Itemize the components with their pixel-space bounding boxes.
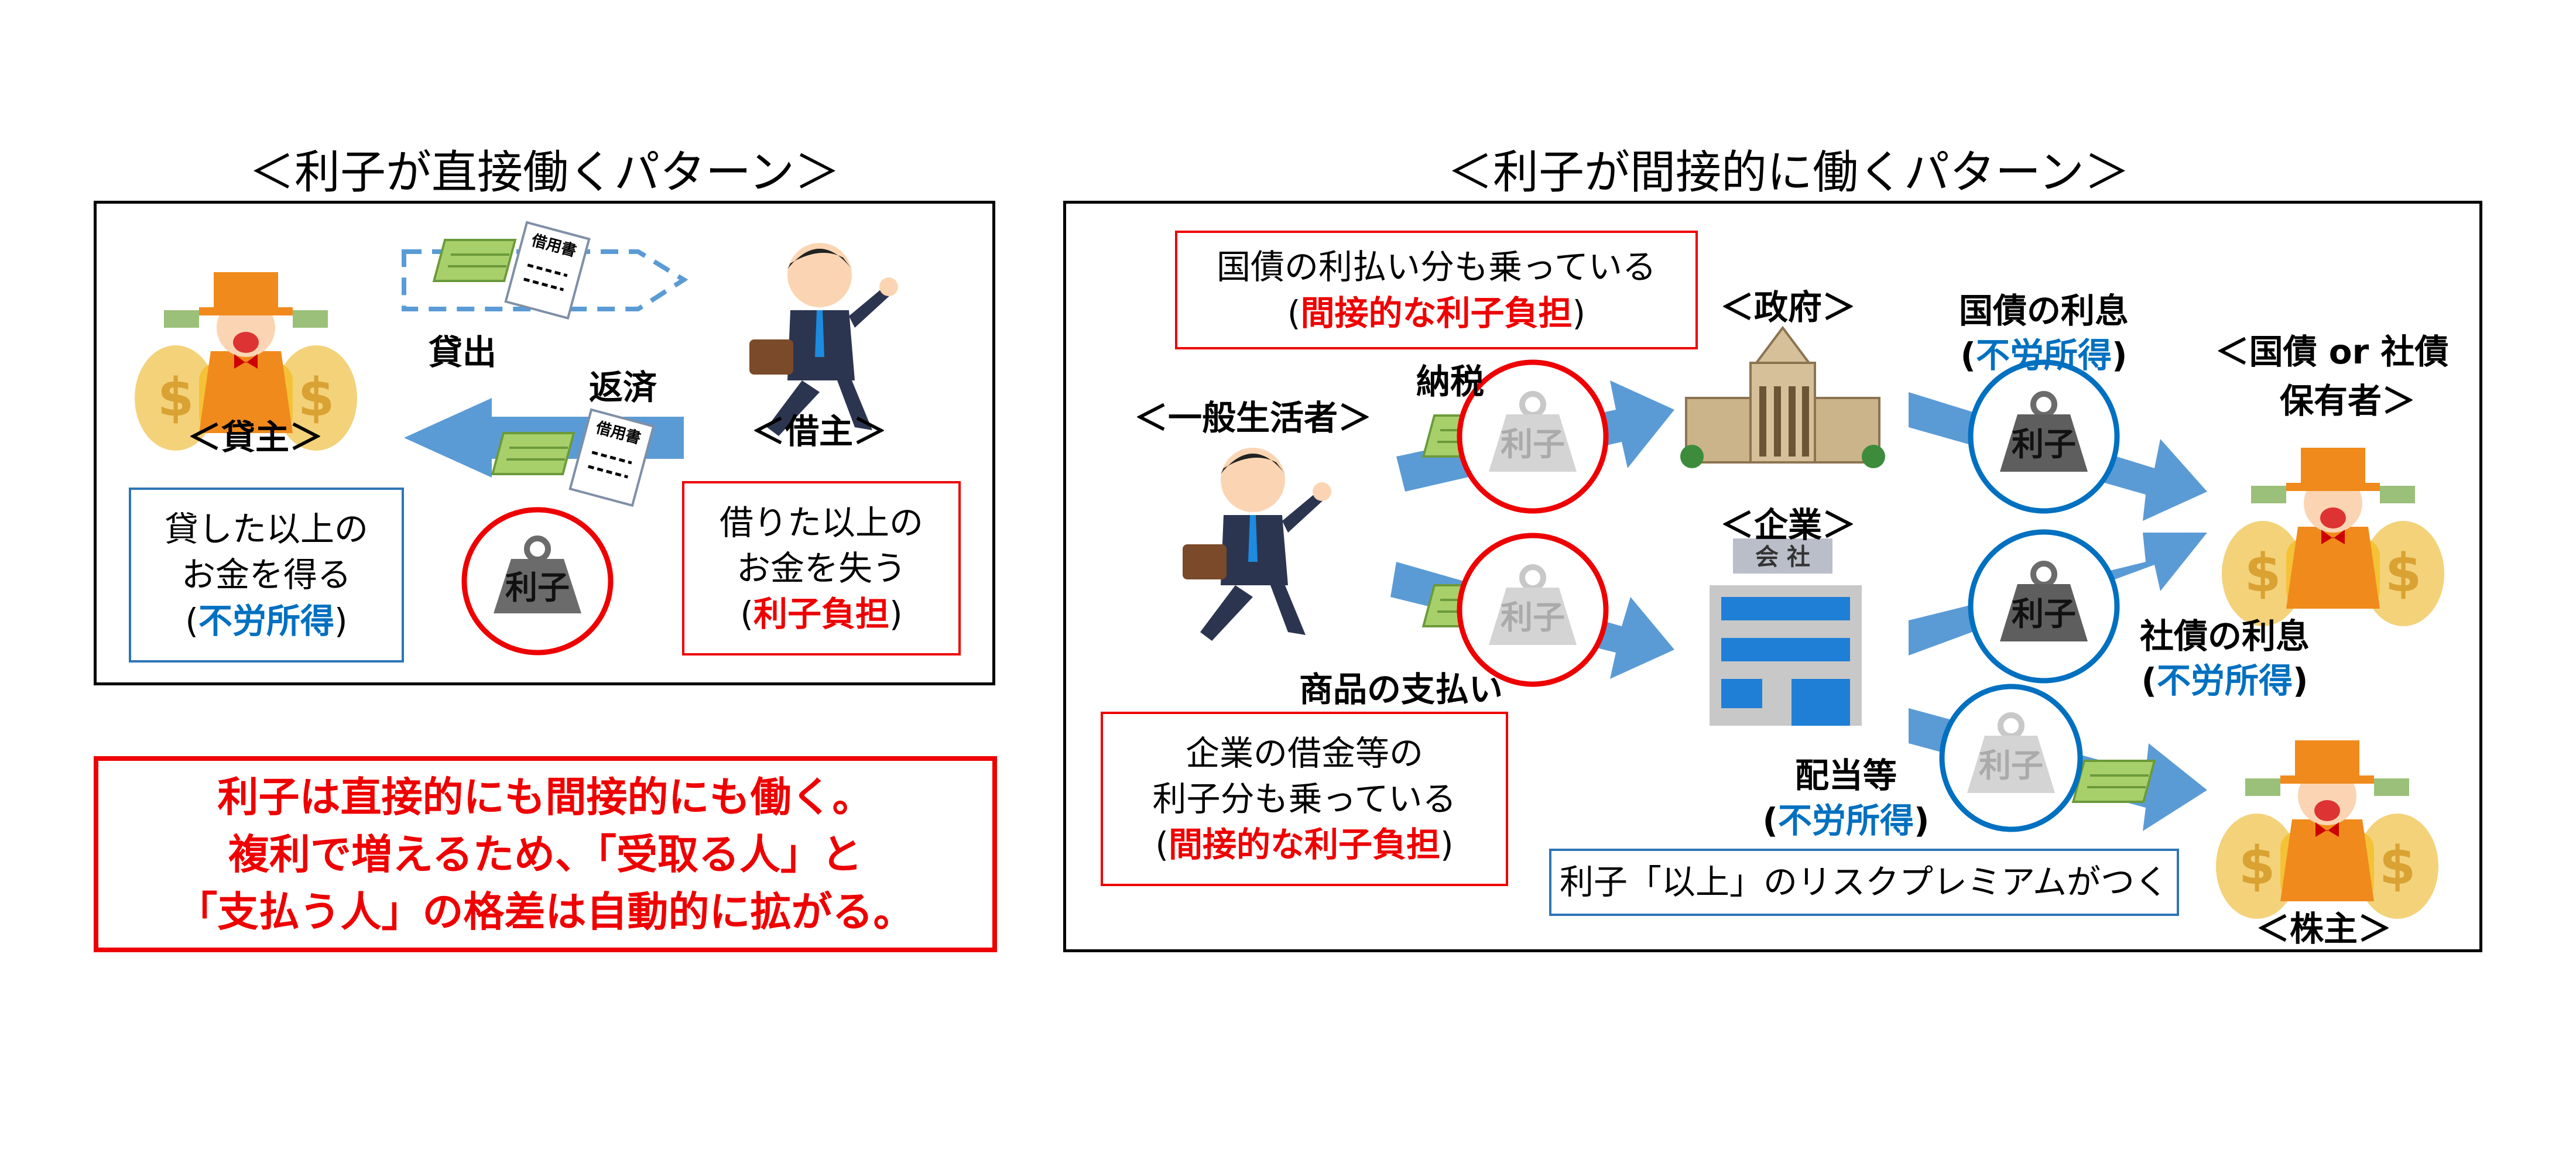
corporate-burden-line2: 利子分も乗っている <box>1152 778 1457 819</box>
risk-premium-box: 利子「以上」のリスクプレミアムがつく <box>1549 849 2179 916</box>
paren-close: ) <box>1572 293 1586 333</box>
paren-open: ( <box>1155 825 1169 865</box>
paren-open: ( <box>740 594 753 634</box>
lender-gain-box: 貸した以上の お金を得る (不労所得) <box>129 488 404 663</box>
shareholder-label: ＜株主＞ <box>2255 909 2392 949</box>
interest-burden: 利子負担 <box>753 594 889 634</box>
interest-weight-icon: 利子 <box>1968 529 2120 684</box>
paren-open: ( <box>1762 801 1778 840</box>
repay-label: 返済 <box>588 368 657 407</box>
unearned-income: 不労所得 <box>198 600 334 641</box>
company-building-icon: 会 社 <box>1710 538 1862 726</box>
govt-bond-interest-label: 国債の利息 <box>1958 291 2129 331</box>
borrower-label: ＜借主＞ <box>751 411 888 451</box>
paren-open: ( <box>185 600 198 641</box>
summary-line2: 複利で増えるため、「受取る人」と <box>228 830 862 878</box>
loan-dashed-arrow <box>402 249 688 311</box>
unearned-income: 不労所得 <box>1975 335 2112 375</box>
govt-bond-unearned: (不労所得) <box>1960 328 2127 377</box>
indirect-interest-burden: 間接的な利子負担 <box>1300 293 1573 333</box>
svg-text:利子: 利子 <box>1501 425 1565 463</box>
svg-text:利子: 利子 <box>1979 747 2043 784</box>
svg-text:利子: 利子 <box>2012 425 2076 463</box>
corp-bond-unearned: (不労所得) <box>2141 653 2308 702</box>
government-building-icon <box>1680 325 1885 468</box>
indirect-interest-burden: 間接的な利子負担 <box>1168 825 1440 865</box>
loan-label: 貸出 <box>428 332 497 372</box>
tax-label: 納税 <box>1416 362 1485 401</box>
lender-label: ＜貸主＞ <box>187 417 324 457</box>
company-label: ＜企業＞ <box>1719 505 1856 545</box>
paren-open: ( <box>2141 661 2157 701</box>
purchase-label: 商品の支払い <box>1299 670 1503 709</box>
loan-document-icon: 借用書 <box>568 408 655 507</box>
citizen-label: ＜一般生活者＞ <box>1133 398 1372 438</box>
paren-close: ) <box>2112 335 2128 375</box>
borrower-loss-line2: お金を失う <box>736 548 906 588</box>
svg-text:利子: 利子 <box>1501 599 1565 636</box>
paren-close: ) <box>2293 661 2308 701</box>
bondholder-label-line2: 保有者＞ <box>2279 381 2416 421</box>
interest-weight-icon: 利子 <box>1457 359 1609 514</box>
direct-pattern-panel <box>94 201 995 685</box>
summary-line1: 利子は直接的にも間接的にも働く。 <box>217 773 873 821</box>
paren-close: ) <box>889 594 903 634</box>
borrower-loss-box: 借りた以上の お金を失う (利子負担) <box>682 481 961 655</box>
lender-gain-line2: お金を得る <box>181 555 351 595</box>
paren-close: ) <box>334 600 348 641</box>
govt-bond-burden-box: 国債の利払い分も乗っている (間接的な利子負担) <box>1175 231 1698 349</box>
direct-pattern-title: ＜利子が直接働くパターン＞ <box>248 146 841 199</box>
bondholder-label-line1: ＜国債 or 社債 <box>2215 332 2449 372</box>
interest-weight-icon: 利子 <box>1968 359 2120 514</box>
paren-open: ( <box>1287 293 1301 333</box>
lender-gain-line1: 貸した以上の <box>164 509 368 550</box>
dividend-label: 配当等 <box>1794 756 1897 795</box>
summary-line3: 「支払う人」の格差は自動的に拡がる。 <box>176 887 914 936</box>
unearned-income: 不労所得 <box>2156 661 2293 701</box>
interest-weight-icon: 利子 <box>461 507 614 655</box>
interest-weight-icon: 利子 <box>1939 684 2083 832</box>
corp-bond-interest-label: 社債の利息 <box>2139 616 2310 656</box>
svg-text:利子: 利子 <box>2012 595 2076 633</box>
govt-bond-burden-line1: 国債の利払い分も乗っている <box>1216 247 1657 287</box>
paren-open: ( <box>1960 335 1976 375</box>
svg-text:利子: 利子 <box>505 569 570 606</box>
paren-close: ) <box>1914 801 1930 840</box>
loan-document-icon: 借用書 <box>504 221 591 320</box>
paren-close: ) <box>1440 825 1454 865</box>
svg-text:会 社: 会 社 <box>1755 544 1810 571</box>
corporate-debt-burden-box: 企業の借金等の 利子分も乗っている (間接的な利子負担) <box>1101 712 1508 886</box>
unearned-income: 不労所得 <box>1777 801 1914 840</box>
borrower-loss-line1: 借りた以上の <box>719 502 923 543</box>
indirect-pattern-title: ＜利子が間接的に働くパターン＞ <box>1447 146 2130 199</box>
summary-box: 利子は直接的にも間接的にも働く。 複利で増えるため、「受取る人」と 「支払う人」… <box>94 756 997 952</box>
dividend-unearned: (不労所得) <box>1762 793 1929 842</box>
risk-premium-text: 利子「以上」のリスクプレミアムがつく <box>1560 862 2169 902</box>
indirect-pattern-panel <box>1063 201 2482 952</box>
corporate-burden-line1: 企業の借金等の <box>1185 733 1423 773</box>
interest-weight-icon: 利子 <box>1457 533 1609 687</box>
government-label: ＜政府＞ <box>1719 287 1856 327</box>
